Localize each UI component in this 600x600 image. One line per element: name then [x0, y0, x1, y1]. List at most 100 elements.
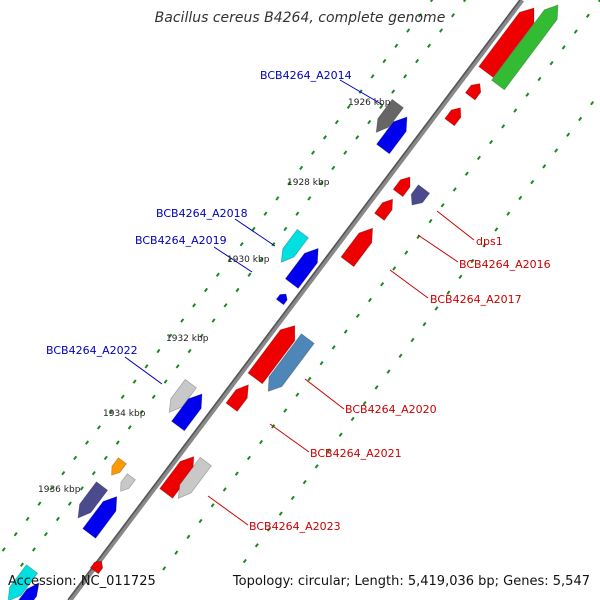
guide-dot [151, 394, 156, 400]
guide-dot [506, 211, 511, 216]
gene-arrow-a2018-cyan [280, 228, 309, 264]
guide-dot [326, 448, 331, 453]
guide-dot [311, 150, 316, 155]
guide-dot [186, 534, 191, 540]
guide-dot [199, 333, 204, 338]
gene-label-a2017[interactable]: BCB4264_A2017 [430, 293, 522, 306]
guide-dot [380, 282, 385, 287]
gene-label-dps1[interactable]: dps1 [476, 235, 503, 248]
guide-dot [429, 0, 434, 3]
leader-line [304, 378, 345, 410]
guide-dot [55, 516, 60, 522]
guide-dot [115, 440, 120, 445]
gene-arrow-a2014-grey [375, 98, 404, 134]
guide-dot [489, 139, 494, 145]
guide-dot [391, 89, 396, 94]
guide-dot [370, 74, 375, 79]
guide-dot [382, 58, 387, 64]
guide-dot [275, 196, 280, 201]
gene-label-a2016[interactable]: BCB4264_A2016 [459, 258, 551, 271]
gene-arrow-a2020-red [247, 325, 296, 385]
guide-dot [85, 440, 90, 445]
guide-dot [132, 379, 137, 384]
gene-arrow-red-small2 [444, 107, 462, 127]
guide-dot [410, 337, 415, 343]
guide-dot [452, 187, 457, 192]
leader-line [339, 79, 384, 106]
guide-dot [406, 28, 411, 33]
leader-line [234, 218, 276, 247]
guide-dot [331, 345, 336, 350]
guide-dot [355, 313, 360, 318]
gene-label-a2022[interactable]: BCB4264_A2022 [46, 344, 138, 357]
guide-dot [428, 218, 433, 224]
gene-arrow-a2022-blue [171, 393, 203, 432]
guide-dot [398, 353, 403, 358]
guide-dot [295, 392, 300, 397]
guide-dot [367, 297, 373, 303]
guide-dot [163, 379, 168, 384]
backbone-edge [67, 0, 521, 600]
guide-dot [295, 211, 300, 216]
guide-dot [334, 119, 339, 125]
gene-features [7, 4, 559, 600]
guide-dot [204, 287, 208, 293]
guide-dot [223, 303, 228, 308]
tick-label-1934: 1934 kbp [103, 409, 146, 419]
guide-dot [263, 211, 268, 216]
gene-arrow-red-bottom [89, 560, 104, 575]
gene-arrow-a2016-red [392, 176, 411, 198]
tick-label-1932: 1932 kbp [166, 334, 209, 344]
guide-dot [367, 119, 372, 125]
guide-dot [578, 116, 583, 122]
tick-label-1930: 1930 kbp [227, 255, 270, 265]
guide-dot [251, 226, 256, 232]
guide-dot [222, 487, 227, 492]
label-leader-lines [124, 79, 475, 526]
guide-dot [187, 348, 192, 354]
gene-arrow-blue-bottom [18, 582, 40, 600]
guide-dot [25, 516, 30, 522]
guide-dot [518, 195, 523, 201]
guide-dot [392, 266, 397, 271]
guide-dot [234, 471, 239, 476]
gene-arrow-small-blue [275, 293, 288, 306]
guide-dot [162, 566, 167, 571]
guide-dot [446, 290, 451, 295]
guide-dot [458, 274, 463, 280]
guide-dot [211, 318, 216, 323]
guide-dot [278, 511, 283, 516]
guide-dot [440, 203, 445, 208]
gene-label-a2018[interactable]: BCB4264_A2018 [156, 207, 248, 220]
guide-dot [13, 532, 18, 537]
guide-dot [266, 527, 271, 532]
guide-dot [319, 360, 324, 366]
guide-dot [198, 518, 203, 524]
gene-label-a2014[interactable]: BCB4264_A2014 [260, 69, 352, 82]
guide-dot [549, 60, 554, 66]
guide-dot [418, 13, 423, 18]
guide-dot [259, 257, 264, 262]
leader-line [213, 246, 253, 273]
guide-dot [180, 318, 185, 323]
gene-label-a2021[interactable]: BCB4264_A2021 [310, 447, 402, 460]
guide-dot [343, 150, 348, 155]
gene-label-a2019[interactable]: BCB4264_A2019 [135, 234, 227, 247]
guide-dot [470, 258, 475, 264]
guide-dot [91, 470, 96, 476]
gene-label-a2020[interactable]: BCB4264_A2020 [345, 403, 437, 416]
guide-dot [561, 45, 566, 50]
guide-dot [566, 132, 571, 137]
guide-dot [43, 532, 48, 537]
guide-dot [403, 74, 408, 79]
guide-dot [144, 364, 149, 369]
gene-label-a2023[interactable]: BCB4264_A2023 [249, 520, 341, 533]
guide-dot [322, 135, 327, 140]
guide-dot [462, 0, 467, 3]
guide-dot [319, 180, 324, 186]
guide-dot [31, 547, 36, 552]
guide-dot [379, 104, 384, 110]
guide-dot [299, 165, 304, 171]
guide-dot [96, 425, 101, 430]
